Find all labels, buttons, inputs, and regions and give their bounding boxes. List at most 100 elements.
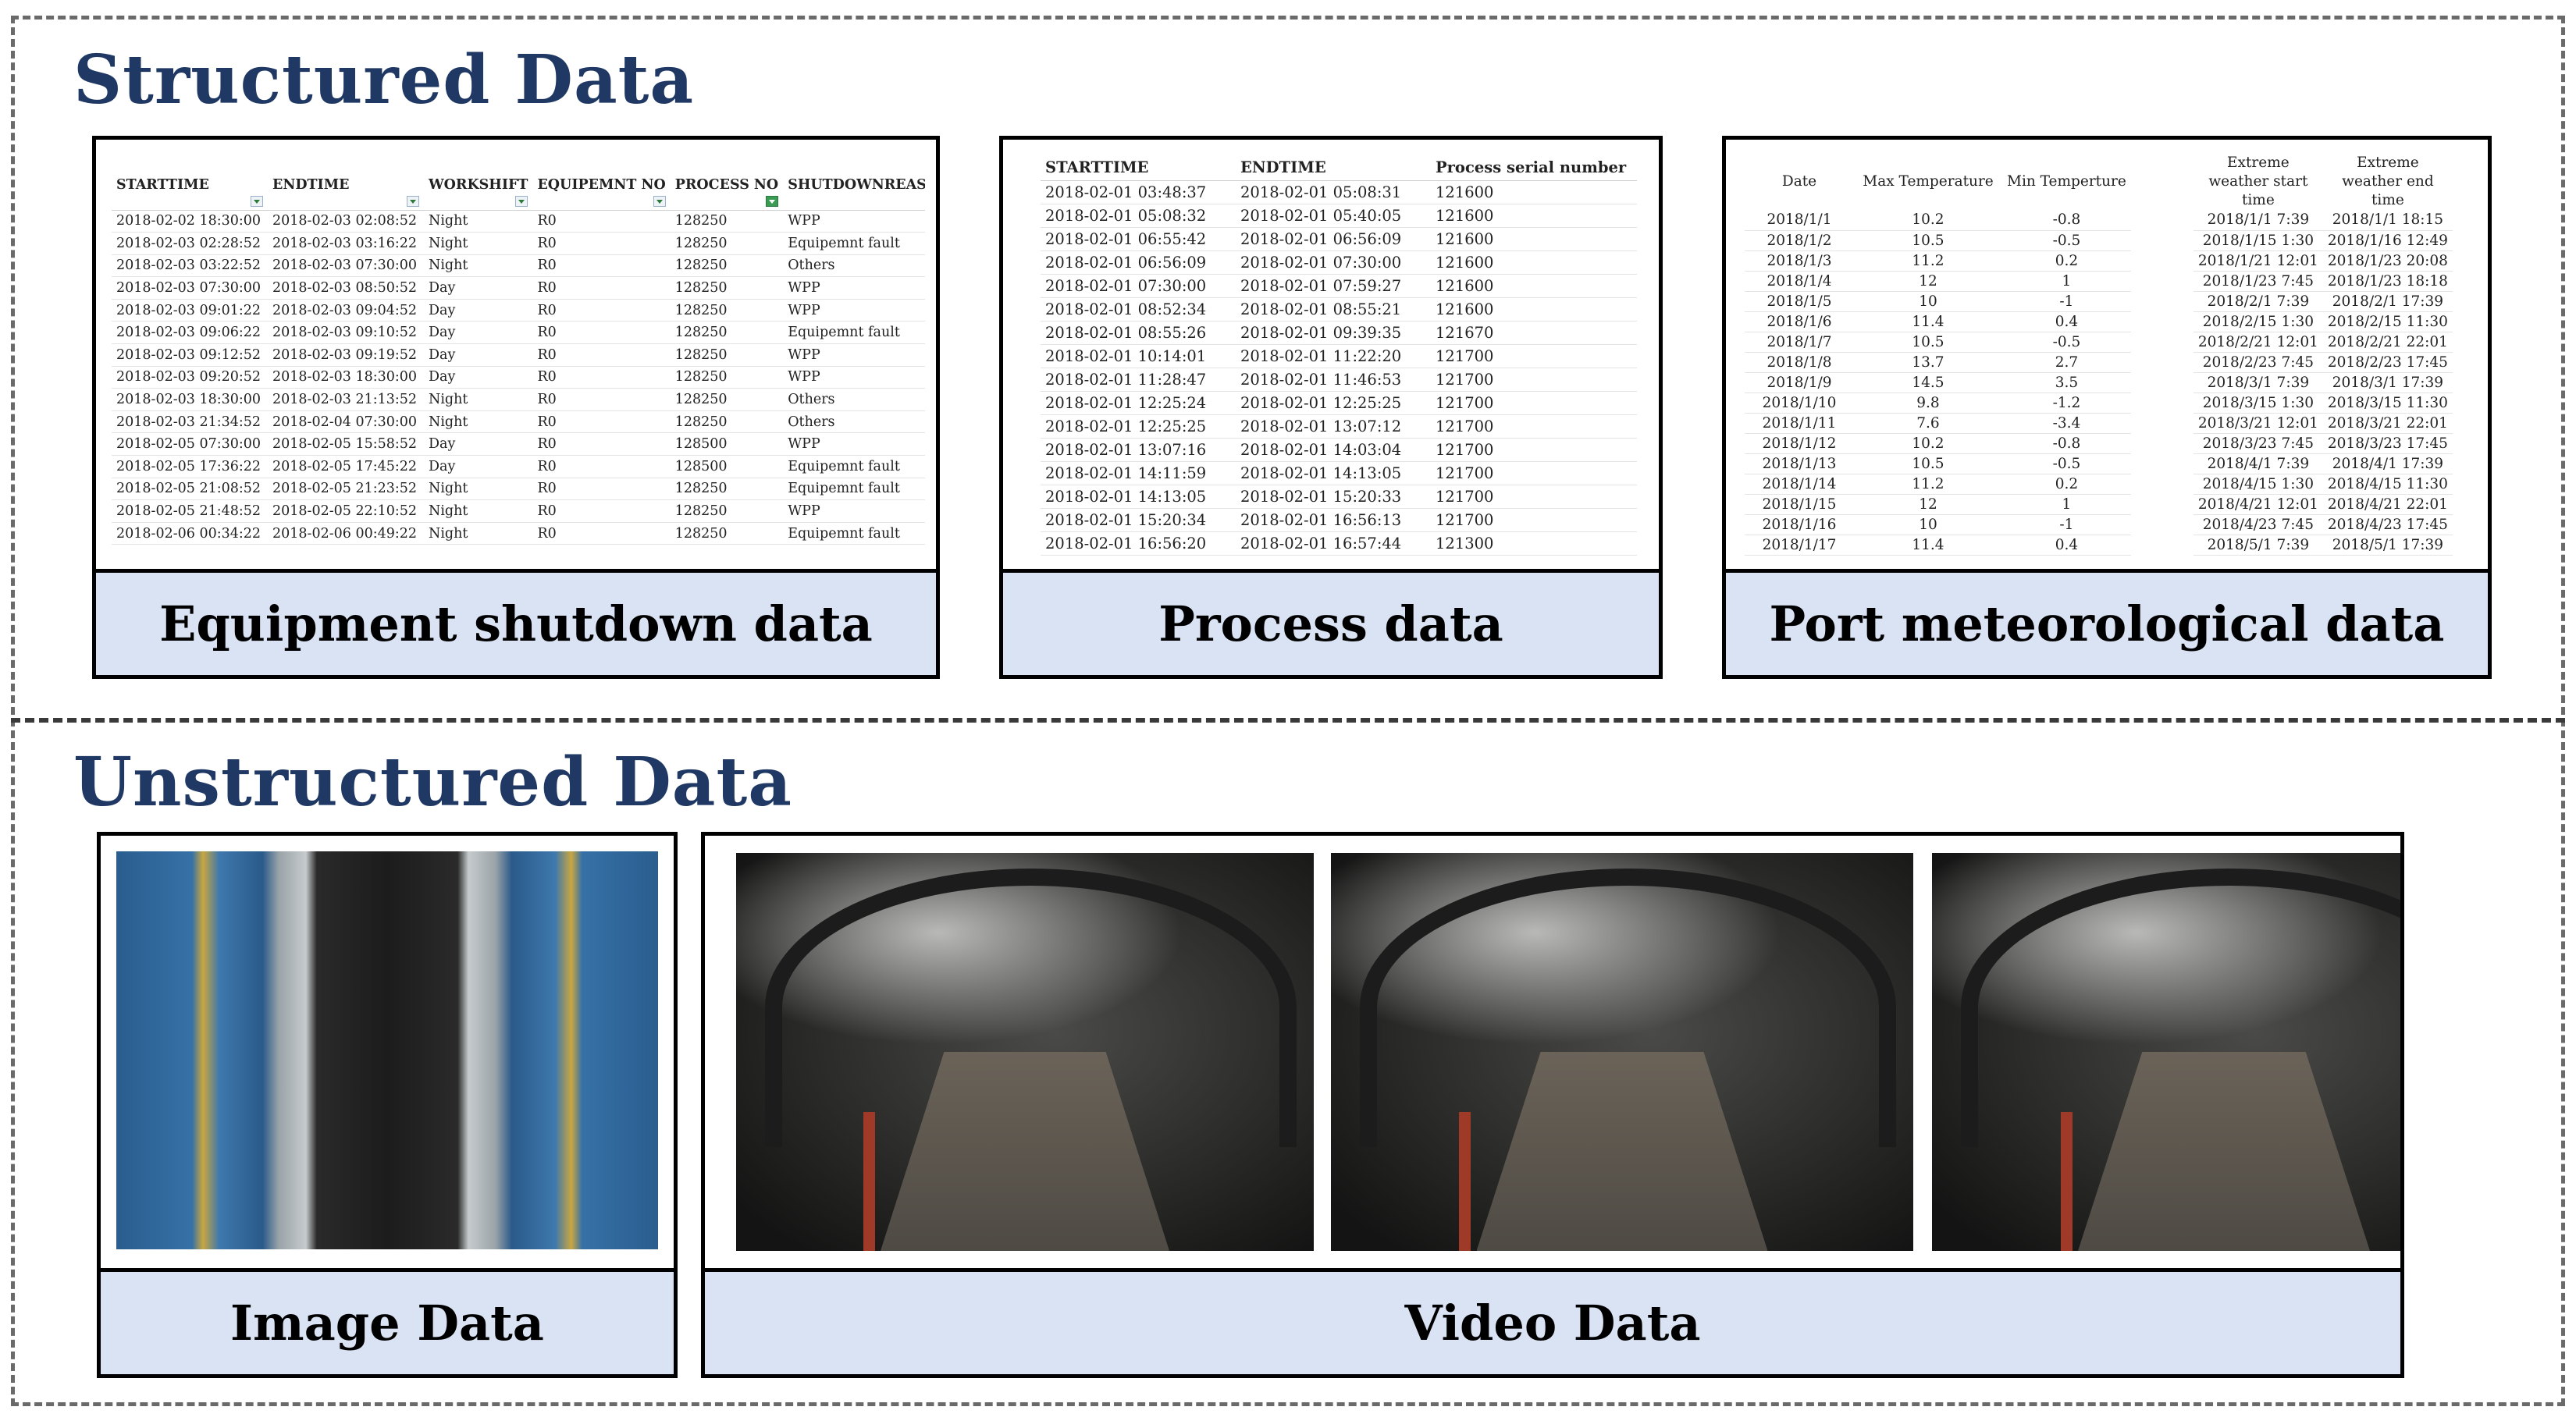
- table-cell: Others: [783, 388, 925, 411]
- column-spacer: [2131, 154, 2194, 210]
- table-cell: 2018-02-01 15:20:33: [1236, 485, 1431, 509]
- table-cell: 121700: [1431, 461, 1637, 485]
- table-cell: 128250: [670, 522, 784, 545]
- table-cell: Night: [424, 522, 533, 545]
- table-cell: WPP: [783, 343, 925, 367]
- shutdown-caption: Equipment shutdown data: [96, 569, 936, 675]
- table-cell: 121600: [1431, 297, 1637, 322]
- filter-dropdown-icon[interactable]: [407, 195, 419, 207]
- table-cell: 2018-02-05 21:23:52: [268, 478, 424, 501]
- filter-dropdown-icon[interactable]: [515, 195, 528, 207]
- column-spacer: [2131, 352, 2194, 372]
- table-cell: -1.2: [2002, 393, 2131, 414]
- table-cell: 128250: [670, 232, 784, 255]
- table-cell: 2018/1/18: [1745, 555, 1854, 558]
- table-cell: WPP: [783, 499, 925, 523]
- table-cell: 2018-02-03 09:06:22: [112, 321, 268, 345]
- table-cell: 12: [1854, 271, 2002, 292]
- table-cell: 1: [2002, 494, 2131, 515]
- column-header: STARTTIME: [1041, 155, 1236, 181]
- table-cell: 2018-02-01 06:55:42: [1041, 227, 1236, 251]
- column-spacer: [2131, 413, 2194, 433]
- table-cell: 2018-02-03 09:10:52: [268, 321, 424, 345]
- column-spacer: [2131, 393, 2194, 413]
- filter-dropdown-icon[interactable]: [653, 195, 666, 207]
- column-spacer: [2131, 474, 2194, 494]
- table-cell: 1: [2002, 271, 2131, 292]
- table-cell: Day: [424, 455, 533, 478]
- filter-dropdown-icon[interactable]: [766, 195, 779, 207]
- table-cell: R0: [532, 522, 671, 545]
- table-cell: 2018/2/21 22:01: [2322, 332, 2453, 353]
- table-cell: 2018/1/1 18:15: [2322, 210, 2453, 231]
- column-spacer: [2131, 453, 2194, 474]
- table-cell: 2018/3/21 22:01: [2322, 413, 2453, 434]
- filter-dropdown-icon[interactable]: [251, 195, 263, 207]
- table-cell: 128250: [670, 388, 784, 411]
- table-cell: 2018-02-01 05:08:31: [1236, 180, 1431, 204]
- column-header: Extreme weather end time: [2342, 155, 2434, 208]
- table-cell: 2018/1/11: [1745, 413, 1854, 434]
- table-cell: 2018-02-01 07:30:00: [1236, 250, 1431, 275]
- table-cell: 2018/3/1 7:39: [2193, 372, 2323, 393]
- table-cell: R0: [532, 388, 671, 411]
- table-cell: 2018/2/21 12:01: [2193, 332, 2323, 353]
- table-cell: 2018-02-01 07:30:00: [1041, 274, 1236, 298]
- table-cell: 2018-02-01 14:11:59: [1041, 461, 1236, 485]
- table-cell: 10.2: [1854, 210, 2002, 231]
- table-cell: R0: [532, 478, 671, 501]
- column-spacer: [2131, 210, 2194, 230]
- table-cell: 11.4: [1854, 311, 2002, 332]
- table-cell: 2018-02-03 03:22:52: [112, 254, 268, 278]
- table-cell: 2018/3/1 17:39: [2322, 372, 2453, 393]
- table-cell: 2018/6/15 11:30: [2322, 555, 2453, 558]
- table-cell: 2018-02-02 18:30:00: [112, 210, 268, 233]
- table-cell: 121300: [1431, 531, 1637, 556]
- table-cell: Night: [424, 232, 533, 255]
- table-cell: 2018-02-03 03:16:22: [268, 232, 424, 255]
- table-cell: 128250: [670, 276, 784, 300]
- table-cell: 2018/1/15: [1745, 494, 1854, 515]
- table-cell: 2018-02-03 09:12:52: [112, 343, 268, 367]
- table-cell: 2018-02-03 08:50:52: [268, 276, 424, 300]
- table-cell: 2018-02-03 07:30:00: [268, 254, 424, 278]
- table-cell: R0: [532, 410, 671, 434]
- table-cell: 2018-02-01 06:56:09: [1041, 250, 1236, 275]
- table-cell: 2018-02-01 11:46:53: [1236, 368, 1431, 392]
- table-cell: 128500: [670, 455, 784, 478]
- table-cell: 2018-02-06 00:49:22: [268, 522, 424, 545]
- table-cell: 2018-02-03 02:28:52: [112, 232, 268, 255]
- column-spacer: [2131, 311, 2194, 332]
- column-header: ENDTIME: [272, 177, 350, 193]
- table-cell: 10.2: [1854, 433, 2002, 454]
- table-cell: R0: [532, 299, 671, 322]
- video-frame-3: [1932, 853, 2400, 1251]
- image-data-panel: Image Data: [97, 832, 678, 1378]
- table-cell: 2018/1/13: [1745, 453, 1854, 474]
- table-cell: 2018/6/15 1:30: [2193, 555, 2323, 558]
- table-cell: 2018/1/21 12:01: [2193, 250, 2323, 272]
- table-cell: 2018/1/14: [1745, 474, 1854, 495]
- table-cell: 128250: [670, 321, 784, 345]
- table-cell: 0.4: [2002, 311, 2131, 332]
- table-cell: 2018/1/17: [1745, 535, 1854, 556]
- table-cell: 2018/2/1 7:39: [2193, 291, 2323, 312]
- table-cell: 2018/3/23 17:45: [2322, 433, 2453, 454]
- column-spacer: [2131, 494, 2194, 514]
- table-cell: 128500: [670, 432, 784, 456]
- column-header: EQUIPEMNT NO: [537, 177, 666, 193]
